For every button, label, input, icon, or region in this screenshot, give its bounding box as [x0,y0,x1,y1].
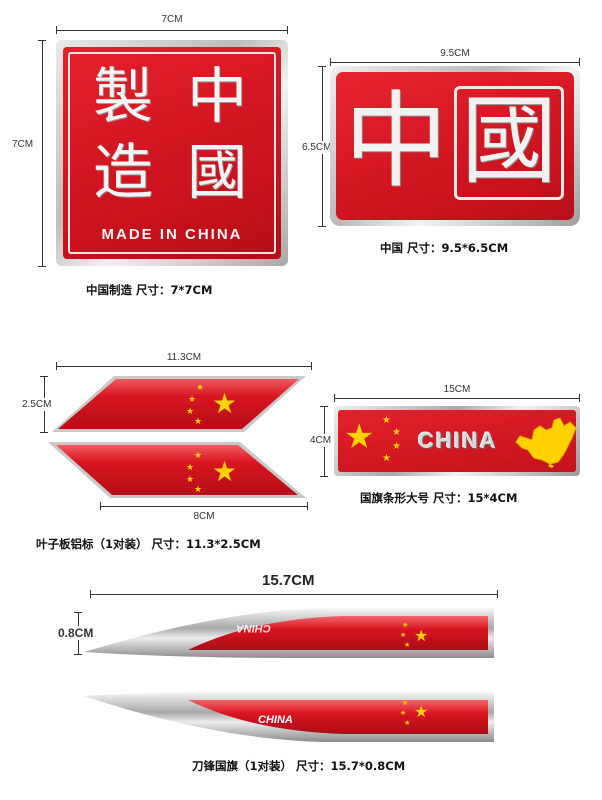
badge2-char-1: 中 [344,80,449,202]
badge1-caption: 中国制造 尺寸：7*7CM [86,283,213,297]
badge5-width-label: 15.7CM [262,572,315,589]
badge5-caption: 刀锋国旗（1对装） 尺寸：15.7*0.8CM [192,759,406,773]
badge1-dimension-height [28,40,46,267]
badge1-char-1: 製 [93,62,153,132]
blade-top-word: CHINA [236,622,271,634]
leaf-bottom-big-star: ★ [212,455,238,488]
bar-small-star-1: ★ [382,415,391,426]
leaf-badge-top [52,376,306,432]
leaf-top-big-star: ★ [212,387,238,420]
badge1-width-label: 7CM [161,14,183,25]
badge2-width-label: 9.5CM [440,48,470,59]
bar-small-star-2: ★ [392,427,401,438]
badge-china-flag-bar: ★ ★ ★ ★ ★ CHINA [334,406,580,476]
badge2-char-2: 國 [454,86,564,200]
leaf-badge-bottom [48,442,306,498]
bar-china-word: CHINA [418,428,498,453]
blade-top-small-star-3: ★ [404,641,411,649]
leaf-top-small-star-3: ★ [186,407,195,417]
badge1-subtitle: MADE IN CHINA [101,226,243,243]
blade-bottom-word: CHINA [258,714,293,726]
leaf-bottom-small-star-4: ★ [194,485,203,495]
badge5-dimension-width [90,590,498,600]
badge1-dimension-width: 7CM [56,14,288,34]
badge5-height-label: 0.8CM [58,626,94,640]
badge2-height-label: 6.5CM [302,141,332,154]
badge4-height-label: 4CM [310,434,332,447]
blade-top-big-star: ★ [414,626,429,645]
leaf-top-small-star-2: ★ [188,395,197,405]
bar-small-star-4: ★ [382,453,391,464]
leaf-top-small-star-4: ★ [194,417,203,427]
bar-big-star: ★ [344,417,375,457]
badge3-height-label: 2.5CM [22,398,52,411]
blade-bottom-small-star-1: ★ [402,699,409,707]
blade-top-small-star-2: ★ [400,631,407,639]
badge3-caption: 叶子板铝标（1对装） 尺寸：11.3*2.5CM [36,537,261,551]
badge1-height-label: 7CM [12,138,34,151]
badge4-dimension-width: 15CM [334,384,580,402]
blade-bottom-small-star-2: ★ [400,709,407,717]
badge2-dimension-width: 9.5CM [330,48,580,66]
badge-made-in-china: 製 中 造 國 MADE IN CHINA [56,40,288,266]
badge4-caption: 国旗条形大号 尺寸：15*4CM [360,491,518,505]
china-map-icon [515,417,577,468]
leaf-top-small-star-1: ★ [196,383,205,393]
badge4-width-label: 15CM [443,384,471,395]
bar-small-star-3: ★ [392,441,401,452]
badge1-char-4: 國 [187,138,247,208]
badge3-bottom-label: 8CM [193,511,215,522]
badge-china: 中 國 [330,66,580,226]
leaf-bottom-small-star-2: ★ [186,463,195,473]
blade-bottom-small-star-3: ★ [404,719,411,727]
leaf-bottom-small-star-1: ★ [194,451,203,461]
badge1-char-2: 中 [187,62,247,132]
badge2-caption: 中国 尺寸：9.5*6.5CM [380,241,509,255]
badge3-dimension-bottom: 8CM [100,502,308,522]
blade-top-small-star-1: ★ [402,621,409,629]
badge3-width-label: 11.3CM [166,352,202,363]
leaf-bottom-small-star-3: ★ [186,475,195,485]
blade-badge-bottom [84,692,494,742]
badge1-char-3: 造 [93,138,153,208]
blade-badge-top [84,608,494,658]
blade-bottom-big-star: ★ [414,702,429,721]
badge3-dimension-width: 11.3CM [56,352,312,370]
